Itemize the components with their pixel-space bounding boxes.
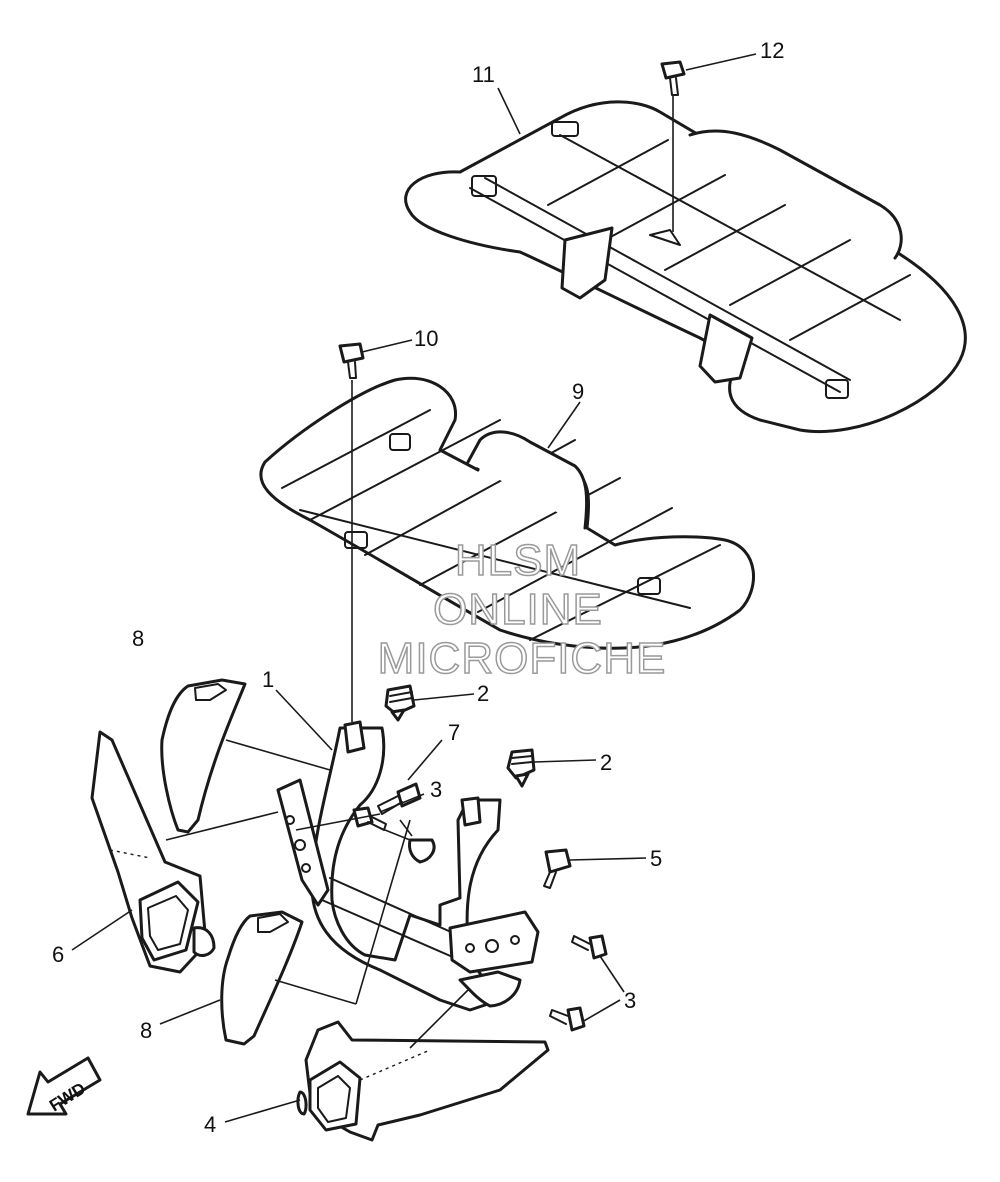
callout-6: 6	[52, 942, 64, 967]
grommet-right	[506, 748, 536, 788]
fwd-arrow-icon: FWD	[26, 1056, 102, 1116]
bolt-10	[338, 342, 365, 379]
rear-carrier-rack	[404, 100, 967, 433]
callout-2-right: 2	[600, 750, 612, 775]
callout-1: 1	[262, 667, 274, 692]
bolt-3-right-lower	[549, 1006, 586, 1032]
callout-8-lower: 8	[140, 1018, 152, 1043]
callout-10: 10	[414, 326, 438, 351]
watermark-line-2: ONLINE	[433, 585, 603, 634]
callout-11: 11	[472, 62, 495, 87]
callout-9: 9	[572, 379, 584, 404]
bolt-7	[377, 782, 422, 815]
callout-8-upper: 8	[132, 626, 144, 651]
grommet-left	[384, 684, 416, 722]
callout-3-right: 3	[624, 988, 636, 1013]
leader-lines	[71, 53, 757, 1123]
callout-3-upper: 3	[430, 777, 442, 802]
front-guard-left	[90, 730, 216, 974]
callout-numbers: 1 2 2 3 3 4 5 6 7 8 8 9 10 11 12	[52, 38, 784, 1137]
callout-4: 4	[204, 1112, 216, 1137]
watermark-line-3: MICROFICHE	[378, 634, 667, 683]
guard-pad-upper	[160, 678, 247, 834]
front-guard-right	[296, 1020, 550, 1142]
bolt-3-right-upper	[571, 934, 608, 960]
callout-5: 5	[650, 846, 662, 871]
watermark: HLSM ONLINE MICROFICHE	[377, 535, 667, 684]
bolt-5	[543, 848, 572, 889]
guard-pad-lower	[220, 910, 304, 1046]
carrier-stay-frame	[276, 720, 540, 1012]
callout-12: 12	[760, 38, 784, 63]
bolt-12	[660, 60, 686, 96]
watermark-line-1: HLSM	[455, 536, 581, 585]
callout-2-left: 2	[477, 681, 489, 706]
front-carrier-rack	[259, 376, 755, 650]
callout-7: 7	[448, 720, 460, 745]
